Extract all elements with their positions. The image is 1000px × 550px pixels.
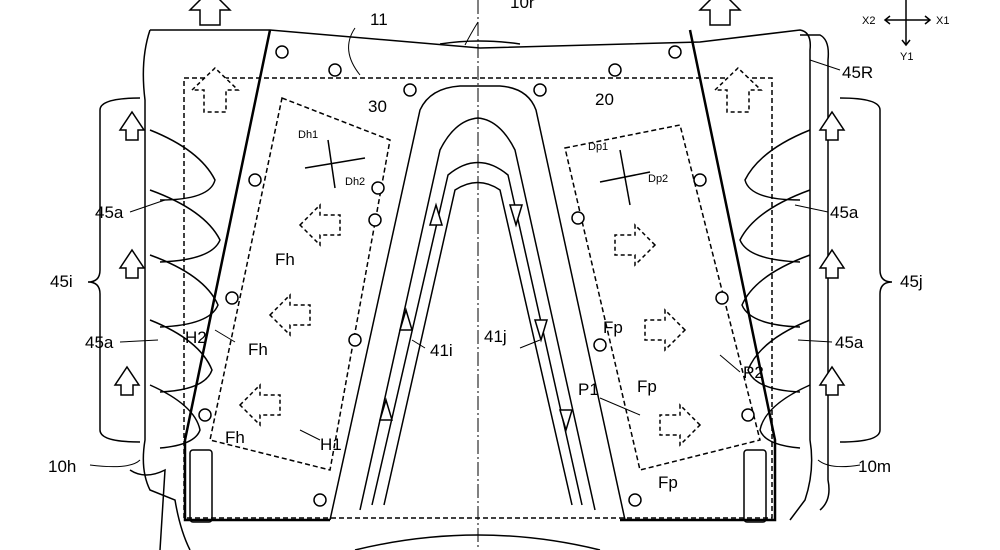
- bottom-curve: [354, 534, 601, 550]
- label-dh2: Dh2: [345, 176, 365, 188]
- airflow-arrows-solid: [113, 0, 846, 433]
- axis-y1: Y1: [900, 51, 913, 63]
- body-lower-left: [129, 468, 166, 550]
- label-10h: 10h: [48, 457, 76, 476]
- brace-45i: [87, 97, 141, 443]
- direction-arrows-dp: [599, 149, 651, 206]
- brace-45j: [839, 97, 893, 443]
- region-20: [564, 124, 761, 471]
- body-outline: [142, 29, 813, 550]
- label-10m: 10m: [858, 457, 891, 476]
- label-45a-left-bottom: 45a: [85, 333, 114, 352]
- label-dp2: Dp2: [648, 173, 668, 185]
- axis-x1: X1: [936, 15, 949, 27]
- fastener-holes: [198, 45, 755, 507]
- right-slot: [743, 449, 767, 523]
- duct-41i-41j: [371, 161, 583, 506]
- center-frame-outer: [329, 85, 626, 521]
- center-frame-inner: [359, 117, 596, 511]
- label-h2: H2: [185, 328, 207, 347]
- label-fp-1: Fp: [603, 318, 623, 337]
- leader-lines: [89, 21, 861, 468]
- region-11: [183, 77, 773, 519]
- left-vent-fins: [149, 129, 221, 449]
- duct-inner: [383, 181, 573, 506]
- label-fh-2: Fh: [248, 340, 268, 359]
- label-11: 11: [370, 10, 388, 29]
- axis-indicator: [883, 0, 932, 47]
- top-ridge: [439, 40, 521, 45]
- airflow-arrows-dashed: [190, 66, 763, 447]
- label-45a-right-top: 45a: [830, 203, 859, 222]
- right-panel-edge: [620, 29, 777, 522]
- label-fp-2: Fp: [637, 377, 657, 396]
- label-45i: 45i: [50, 272, 73, 291]
- label-41j: 41j: [484, 327, 507, 346]
- side-part-45R: [800, 34, 830, 511]
- axis-x2: X2: [862, 15, 875, 27]
- label-10r: 10r: [510, 0, 535, 12]
- label-45a-left-top: 45a: [95, 203, 124, 222]
- direction-arrows-dh: [304, 139, 366, 189]
- label-45j: 45j: [900, 272, 923, 291]
- label-41i: 41i: [430, 341, 453, 360]
- left-panel-edge: [183, 29, 330, 522]
- left-slot: [189, 449, 213, 523]
- label-fp-3: Fp: [658, 473, 678, 492]
- label-fh-1: Fh: [275, 250, 295, 269]
- label-fh-3: Fh: [225, 428, 245, 447]
- label-h1: H1: [320, 435, 342, 454]
- label-30: 30: [368, 97, 387, 116]
- label-dp1: Dp1: [588, 141, 608, 153]
- label-p2: P2: [743, 363, 764, 382]
- right-vent-fins: [739, 129, 811, 449]
- label-45a-right-bottom: 45a: [835, 333, 864, 352]
- region-30: [209, 96, 391, 471]
- label-45R: 45R: [842, 63, 873, 82]
- label-20: 20: [595, 90, 614, 109]
- label-dh1: Dh1: [298, 129, 318, 141]
- label-p1: P1: [578, 380, 599, 399]
